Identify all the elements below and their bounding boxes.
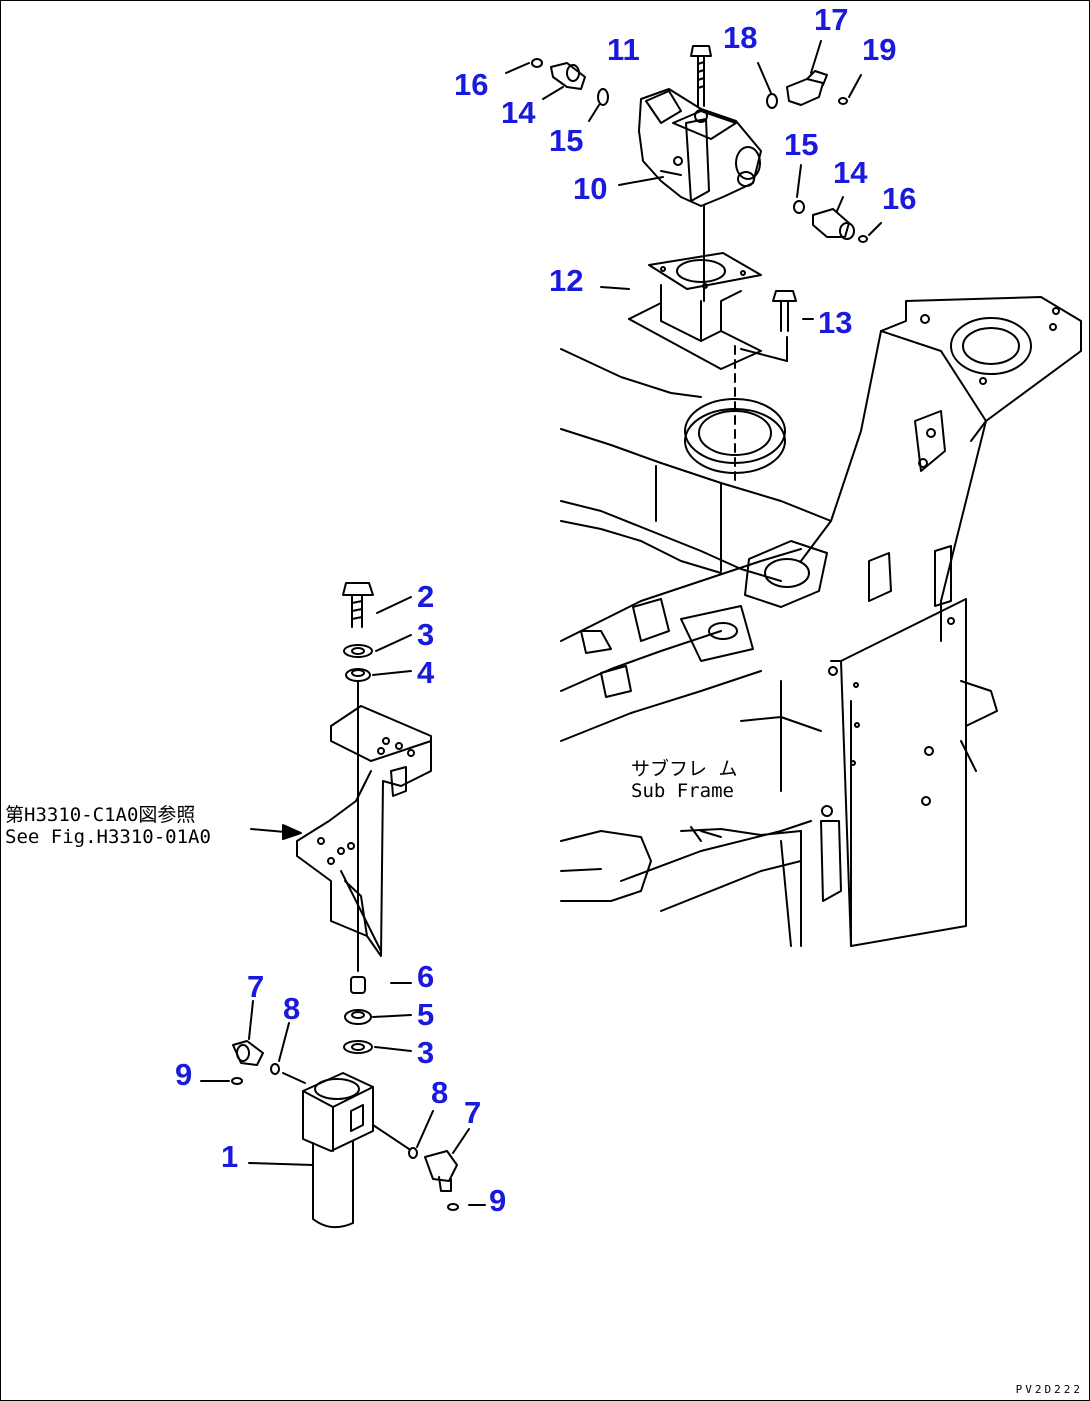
callout-10: 10: [573, 171, 608, 206]
callout-12: 12: [549, 263, 584, 298]
sub-frame-label: サブフレ ム Sub Frame: [631, 758, 738, 803]
callout-3-upper: 3: [417, 617, 435, 652]
reference-note-en: See Fig.H3310-01A0: [5, 825, 211, 848]
callout-9-left: 9: [175, 1057, 193, 1092]
drawing-code: PV2D222: [1015, 1383, 1083, 1396]
callout-16-lower: 16: [882, 181, 917, 216]
callout-4: 4: [417, 655, 435, 690]
callout-7-left: 7: [247, 969, 265, 1004]
callout-1: 1: [221, 1139, 239, 1174]
callout-18: 18: [723, 20, 758, 55]
valve-assembly: [505, 40, 882, 302]
callout-11: 11: [607, 32, 640, 67]
callout-14-upper: 14: [501, 95, 536, 130]
callout-9-right: 9: [489, 1183, 507, 1218]
callout-15-upper: 15: [549, 123, 584, 158]
callout-17: 17: [814, 2, 849, 37]
callout-7-right: 7: [464, 1095, 482, 1130]
callout-3-lower: 3: [417, 1035, 435, 1070]
callout-14-lower: 14: [833, 155, 868, 190]
callout-6: 6: [417, 959, 435, 994]
callout-8-right: 8: [431, 1075, 449, 1110]
filter-assembly: [200, 582, 486, 1229]
callout-8-left: 8: [283, 991, 301, 1026]
reference-note: 第H3310-C1A0図参照 See Fig.H3310-01A0: [5, 804, 211, 849]
reference-note-jp: 第H3310-C1A0図参照: [5, 804, 196, 826]
bracket-assembly: [600, 252, 814, 482]
callout-15-lower: 15: [784, 127, 819, 162]
callout-13: 13: [818, 305, 853, 340]
callout-16-upper: 16: [454, 67, 489, 102]
callout-5: 5: [417, 997, 435, 1032]
callout-2: 2: [417, 579, 435, 614]
callout-19: 19: [862, 32, 897, 67]
sub-frame-label-jp: サブフレ ム: [631, 758, 738, 780]
sub-frame-label-en: Sub Frame: [631, 779, 734, 802]
main-frame: [560, 296, 1082, 947]
